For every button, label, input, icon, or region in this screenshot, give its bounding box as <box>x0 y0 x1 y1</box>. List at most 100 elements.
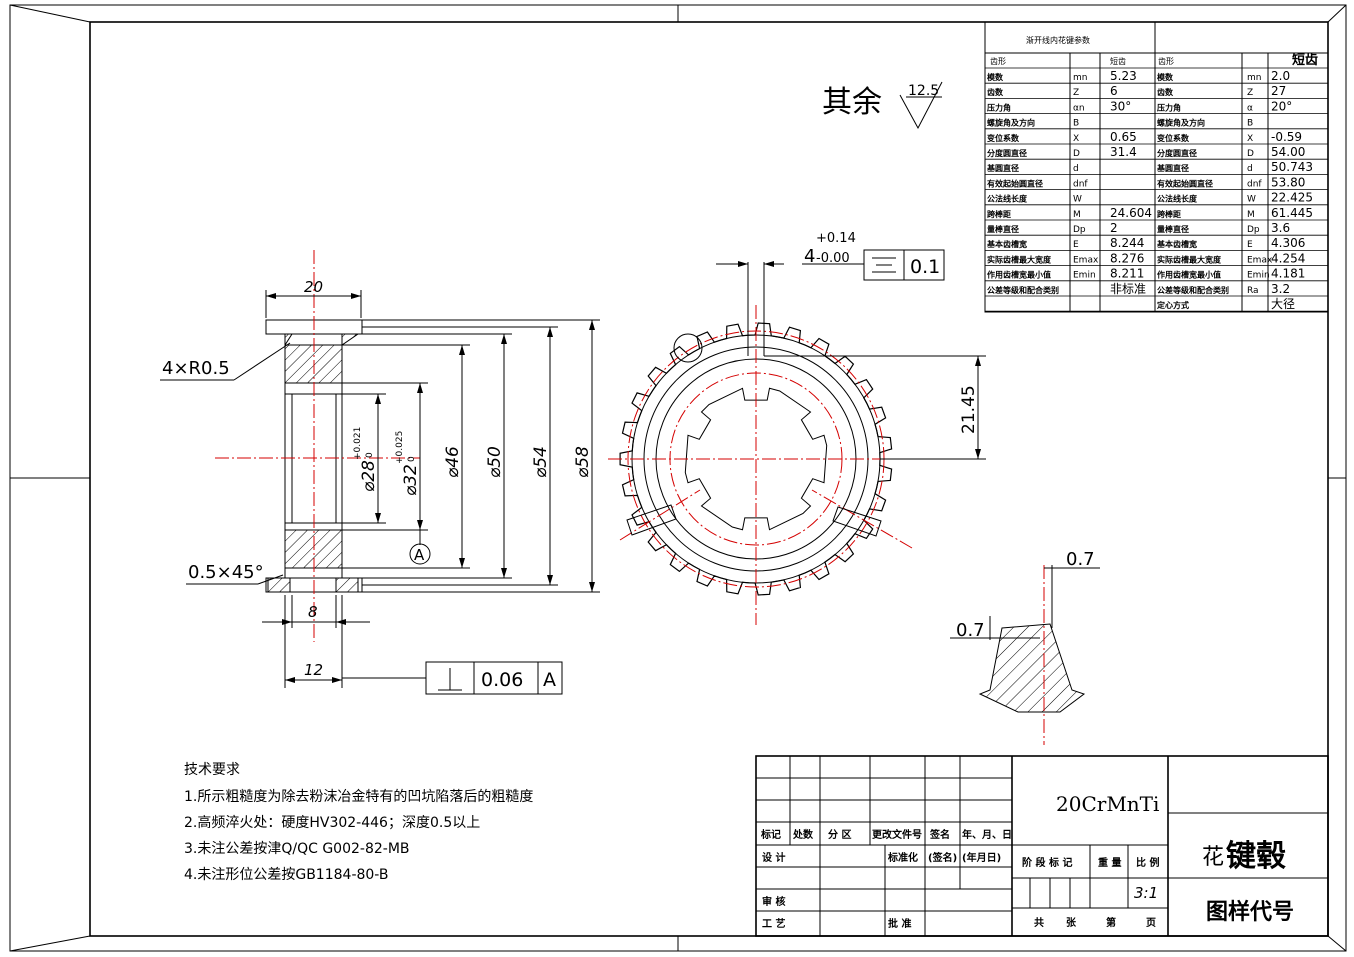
dia-54-label: ⌀54 <box>531 446 551 478</box>
detail-view: 0.7 0.7 <box>950 549 1100 745</box>
params-left-h0: 齿形 <box>990 57 1006 66</box>
dia-28-label: ⌀28 <box>359 460 379 492</box>
params-left-val: 24.604 <box>1110 206 1152 220</box>
params-right-sym: B <box>1247 119 1253 129</box>
params-left-val: 8.244 <box>1110 236 1144 250</box>
params-left-sym: dnf <box>1073 179 1088 189</box>
hdr-count: 处数 <box>792 828 814 841</box>
params-right-val: 20° <box>1271 99 1292 113</box>
params-right-sym: α <box>1247 103 1253 113</box>
params-left-name: 模数 <box>987 72 1004 82</box>
hdr-zone: 分 区 <box>828 828 851 841</box>
params-right-val: 22.425 <box>1271 191 1313 205</box>
params-left-name: 公法线长度 <box>987 194 1028 204</box>
params-right-name: 跨棒距 <box>1157 209 1181 219</box>
dia-58-label: ⌀58 <box>573 446 593 478</box>
params-right-val: -0.59 <box>1271 130 1302 144</box>
params-left-sym: Emin <box>1073 271 1096 281</box>
diameter-dims: ⌀28 +0.021 0 ⌀32 +0.025 0 ⌀46 ⌀50 ⌀54 ⌀5… <box>342 319 600 593</box>
part-name: 键毂 <box>1226 839 1286 874</box>
part-name-small: 花 <box>1202 845 1224 870</box>
material: 20CrMnTi <box>1056 792 1159 816</box>
params-left-name: 齿数 <box>987 87 1004 97</box>
tech-item-2: 2.高频淬火处：硬度HV302-446；深度0.5以上 <box>184 814 480 831</box>
params-right-name: 有效起始圆直径 <box>1157 178 1213 188</box>
row-date-placeholder: (年月日) <box>962 851 1001 864</box>
roughness-label: 其余 <box>822 85 882 120</box>
params-left-val: 0.65 <box>1110 130 1137 144</box>
params-right-sym: Emin <box>1247 271 1270 281</box>
params-left-sym: B <box>1073 119 1079 129</box>
params-right-sym: X <box>1247 134 1253 144</box>
params-left-name: 实际齿槽最大宽度 <box>987 254 1052 264</box>
params-left-val: 5.23 <box>1110 69 1137 83</box>
row-design: 设 计 <box>762 851 785 864</box>
perp-tolerance-frame: 0.06 A <box>342 661 563 695</box>
sheet-num: 第 <box>1106 916 1116 929</box>
params-right-name: 作用齿槽宽最小值 <box>1157 270 1221 280</box>
params-right-name: 定心方式 <box>1156 300 1189 310</box>
drawing-number: 图样代号 <box>1206 899 1294 925</box>
params-left-sym: mn <box>1073 73 1087 83</box>
sheet-border <box>9 4 1347 952</box>
params-left-val: 8.211 <box>1110 267 1144 281</box>
params-right-val: 4.254 <box>1271 251 1305 265</box>
sym-value: 0.1 <box>910 256 940 278</box>
datum-a: A <box>414 546 425 564</box>
params-right-val: 4.306 <box>1271 236 1305 250</box>
params-right-name: 螺旋角及方向 <box>1157 118 1205 128</box>
params-left-h2: 短齿 <box>1110 56 1126 66</box>
params-left-name: 螺旋角及方向 <box>987 118 1035 128</box>
params-right-val: 大径 <box>1271 297 1295 311</box>
params-right-val: 27 <box>1271 84 1286 98</box>
params-right-sym: E <box>1247 240 1253 250</box>
params-left-name: 基圆直径 <box>986 163 1019 173</box>
dia-46-label: ⌀46 <box>443 446 463 478</box>
title-block: 20CrMnTi 花 键毂 图样代号 3:1 标记 处数 分 区 更改文件号 签… <box>755 755 1329 937</box>
params-right-val: 4.181 <box>1271 267 1305 281</box>
tech-title: 技术要求 <box>184 762 240 778</box>
slot-tol-low: -0.00 <box>816 251 850 266</box>
params-left-sym: Emax <box>1073 255 1099 265</box>
params-left-sym: d <box>1073 164 1079 174</box>
params-right-val: 2.0 <box>1271 69 1290 83</box>
params-left-sym: Z <box>1073 88 1079 98</box>
params-right-h2: 短齿 <box>1292 52 1318 68</box>
dim-12: 12 <box>304 661 323 679</box>
perp-value: 0.06 <box>481 669 523 691</box>
params-left-name: 有效起始圆直径 <box>987 178 1043 188</box>
params-right-sym: mn <box>1247 73 1261 83</box>
row-approve: 批 准 <box>888 917 911 930</box>
detail-dim-b: 0.7 <box>956 620 985 641</box>
sheet-page: 页 <box>1146 917 1156 929</box>
hdr-sign: 签名 <box>929 828 950 841</box>
params-left-name: 量棒直径 <box>987 224 1019 234</box>
section-view: 20 4×R0.5 0.5×45° 8 12 <box>160 250 600 695</box>
params-left-sym: E <box>1073 240 1079 250</box>
tech-item-3: 3.未注公差按津Q/QC G002-82-MB <box>184 841 410 857</box>
roughness-symbol: 其余 12.5 <box>822 81 943 130</box>
params-right-val: 53.80 <box>1271 175 1305 189</box>
dia-32-label: ⌀32 <box>401 464 421 496</box>
params-right-sym: Z <box>1247 88 1253 98</box>
params-right-name: 变位系数 <box>1157 133 1190 143</box>
params-left-val: 6 <box>1110 84 1118 98</box>
roughness-value: 12.5 <box>908 83 939 99</box>
params-right-name: 基本齿槽宽 <box>1156 239 1197 249</box>
params-title: 渐开线内花键参数 <box>1026 35 1090 45</box>
hdr-date: 年、月、日 <box>962 828 1012 841</box>
row-sign-placeholder: (签名) <box>928 851 957 864</box>
params-left-name: 公差等级和配合类别 <box>987 285 1059 295</box>
dia-32-tol: +0.025 <box>395 431 405 464</box>
params-left-name: 分度圆直径 <box>987 148 1027 158</box>
params-right-h0: 齿形 <box>1158 57 1174 66</box>
params-right-sym: W <box>1247 195 1256 205</box>
params-left-val: 30° <box>1110 99 1131 113</box>
radius-note: 4×R0.5 <box>162 358 230 379</box>
row-process: 工 艺 <box>762 917 785 930</box>
hdr-change-doc: 更改文件号 <box>872 828 922 841</box>
hdr-mark: 标记 <box>760 828 781 841</box>
params-right-name: 公差等级和配合类别 <box>1157 285 1229 295</box>
params-right-val: 54.00 <box>1271 145 1305 159</box>
params-left-sym: αn <box>1073 103 1085 113</box>
